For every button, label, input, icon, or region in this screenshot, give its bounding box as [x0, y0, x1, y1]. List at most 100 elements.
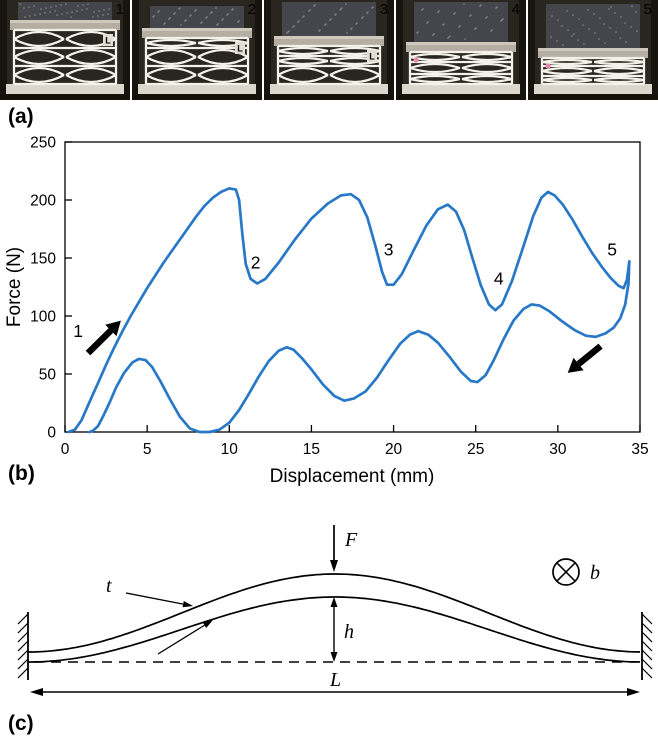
wall-hatch	[641, 622, 653, 634]
weight-texture	[92, 16, 94, 18]
y-tick-label: 100	[30, 309, 56, 326]
wall-hatch	[17, 622, 29, 634]
beam-top-curve	[28, 573, 641, 653]
weight-texture	[593, 13, 595, 15]
weight-texture	[594, 32, 596, 34]
weight-texture	[23, 7, 25, 9]
weight-texture	[495, 7, 497, 9]
weight-texture	[458, 26, 460, 28]
thickness-arrow-head	[182, 600, 193, 608]
photo-background	[255, 0, 262, 100]
sticker-label: L	[369, 52, 375, 62]
weight-texture	[61, 13, 63, 15]
top-platen	[538, 48, 648, 58]
weight-texture	[44, 12, 46, 14]
depth-label: b	[590, 562, 600, 584]
weight-texture	[157, 11, 159, 13]
weight-texture	[550, 36, 552, 38]
weight-texture	[221, 19, 223, 21]
weight-texture	[216, 24, 218, 26]
weight-texture	[40, 8, 42, 10]
top-platen	[406, 42, 516, 52]
lattice-cell	[145, 66, 197, 84]
y-axis-title: Force (N)	[4, 247, 25, 327]
photo-background	[387, 0, 394, 100]
weight-texture	[76, 10, 78, 12]
weight-texture	[442, 24, 444, 26]
weight-texture	[459, 25, 461, 27]
panel-b-label: (b)	[8, 462, 35, 485]
weight-texture	[173, 13, 175, 15]
weight-texture	[292, 26, 294, 28]
weight-texture	[582, 24, 584, 26]
y-tick-label: 50	[39, 367, 57, 384]
weight-texture	[479, 5, 481, 7]
weight-texture	[153, 15, 155, 17]
height-arrow-head	[330, 652, 338, 662]
photo-image: 4	[396, 0, 526, 100]
photo-number: 3	[380, 1, 388, 18]
wall-hatch	[641, 667, 653, 679]
weight-texture	[567, 29, 569, 31]
photo-background	[396, 0, 403, 100]
weight-texture	[97, 15, 99, 17]
weight-texture	[56, 14, 58, 16]
weight-texture	[314, 4, 316, 6]
weight-texture	[432, 34, 434, 36]
top-platen	[274, 36, 384, 46]
weight-texture	[87, 3, 89, 5]
lattice-cell	[541, 58, 593, 66]
lattice-cell	[277, 56, 329, 66]
length-arrow-head	[627, 688, 640, 696]
steel-weight	[150, 6, 244, 28]
weight-texture	[82, 4, 84, 6]
lattice-cell	[13, 48, 65, 66]
lattice-cell	[541, 66, 593, 76]
weight-texture	[438, 10, 440, 12]
lattice-cell	[329, 66, 381, 84]
weight-texture	[362, 16, 364, 18]
top-platen	[406, 42, 516, 45]
weight-texture	[372, 6, 374, 8]
weight-texture	[437, 11, 439, 13]
weight-texture	[195, 9, 197, 11]
x-tick-label: 10	[221, 441, 239, 458]
photo-background	[0, 0, 7, 100]
weight-texture	[421, 9, 423, 11]
compression-photo-5: 5	[528, 0, 658, 100]
lattice-cell	[65, 66, 117, 84]
wall-hatch	[17, 640, 29, 652]
weight-texture	[93, 11, 95, 13]
weight-texture	[636, 30, 638, 32]
weight-texture	[469, 15, 471, 17]
weight-texture	[475, 27, 477, 29]
photo-background	[396, 94, 526, 100]
weight-texture	[345, 3, 347, 5]
weight-texture	[227, 13, 229, 15]
weight-texture	[485, 17, 487, 19]
weight-texture	[102, 14, 104, 16]
weight-texture	[427, 21, 429, 23]
weight-texture	[551, 15, 553, 17]
photo-background	[123, 0, 130, 100]
photo-background	[0, 94, 130, 100]
weight-texture	[341, 7, 343, 9]
weight-texture	[65, 3, 67, 5]
weight-texture	[609, 27, 611, 29]
top-platen	[142, 28, 252, 38]
weight-texture	[448, 36, 450, 38]
weight-texture	[449, 35, 451, 37]
weight-texture	[288, 30, 290, 32]
weight-texture	[557, 19, 559, 21]
curve-unloading	[88, 260, 631, 434]
y-tick-label: 200	[30, 193, 56, 210]
weight-texture	[480, 4, 482, 6]
weight-texture	[367, 11, 369, 13]
sticker-label: L	[105, 36, 111, 46]
y-tick-label: 250	[30, 135, 56, 152]
weight-texture	[556, 40, 558, 42]
weight-texture	[185, 19, 187, 21]
